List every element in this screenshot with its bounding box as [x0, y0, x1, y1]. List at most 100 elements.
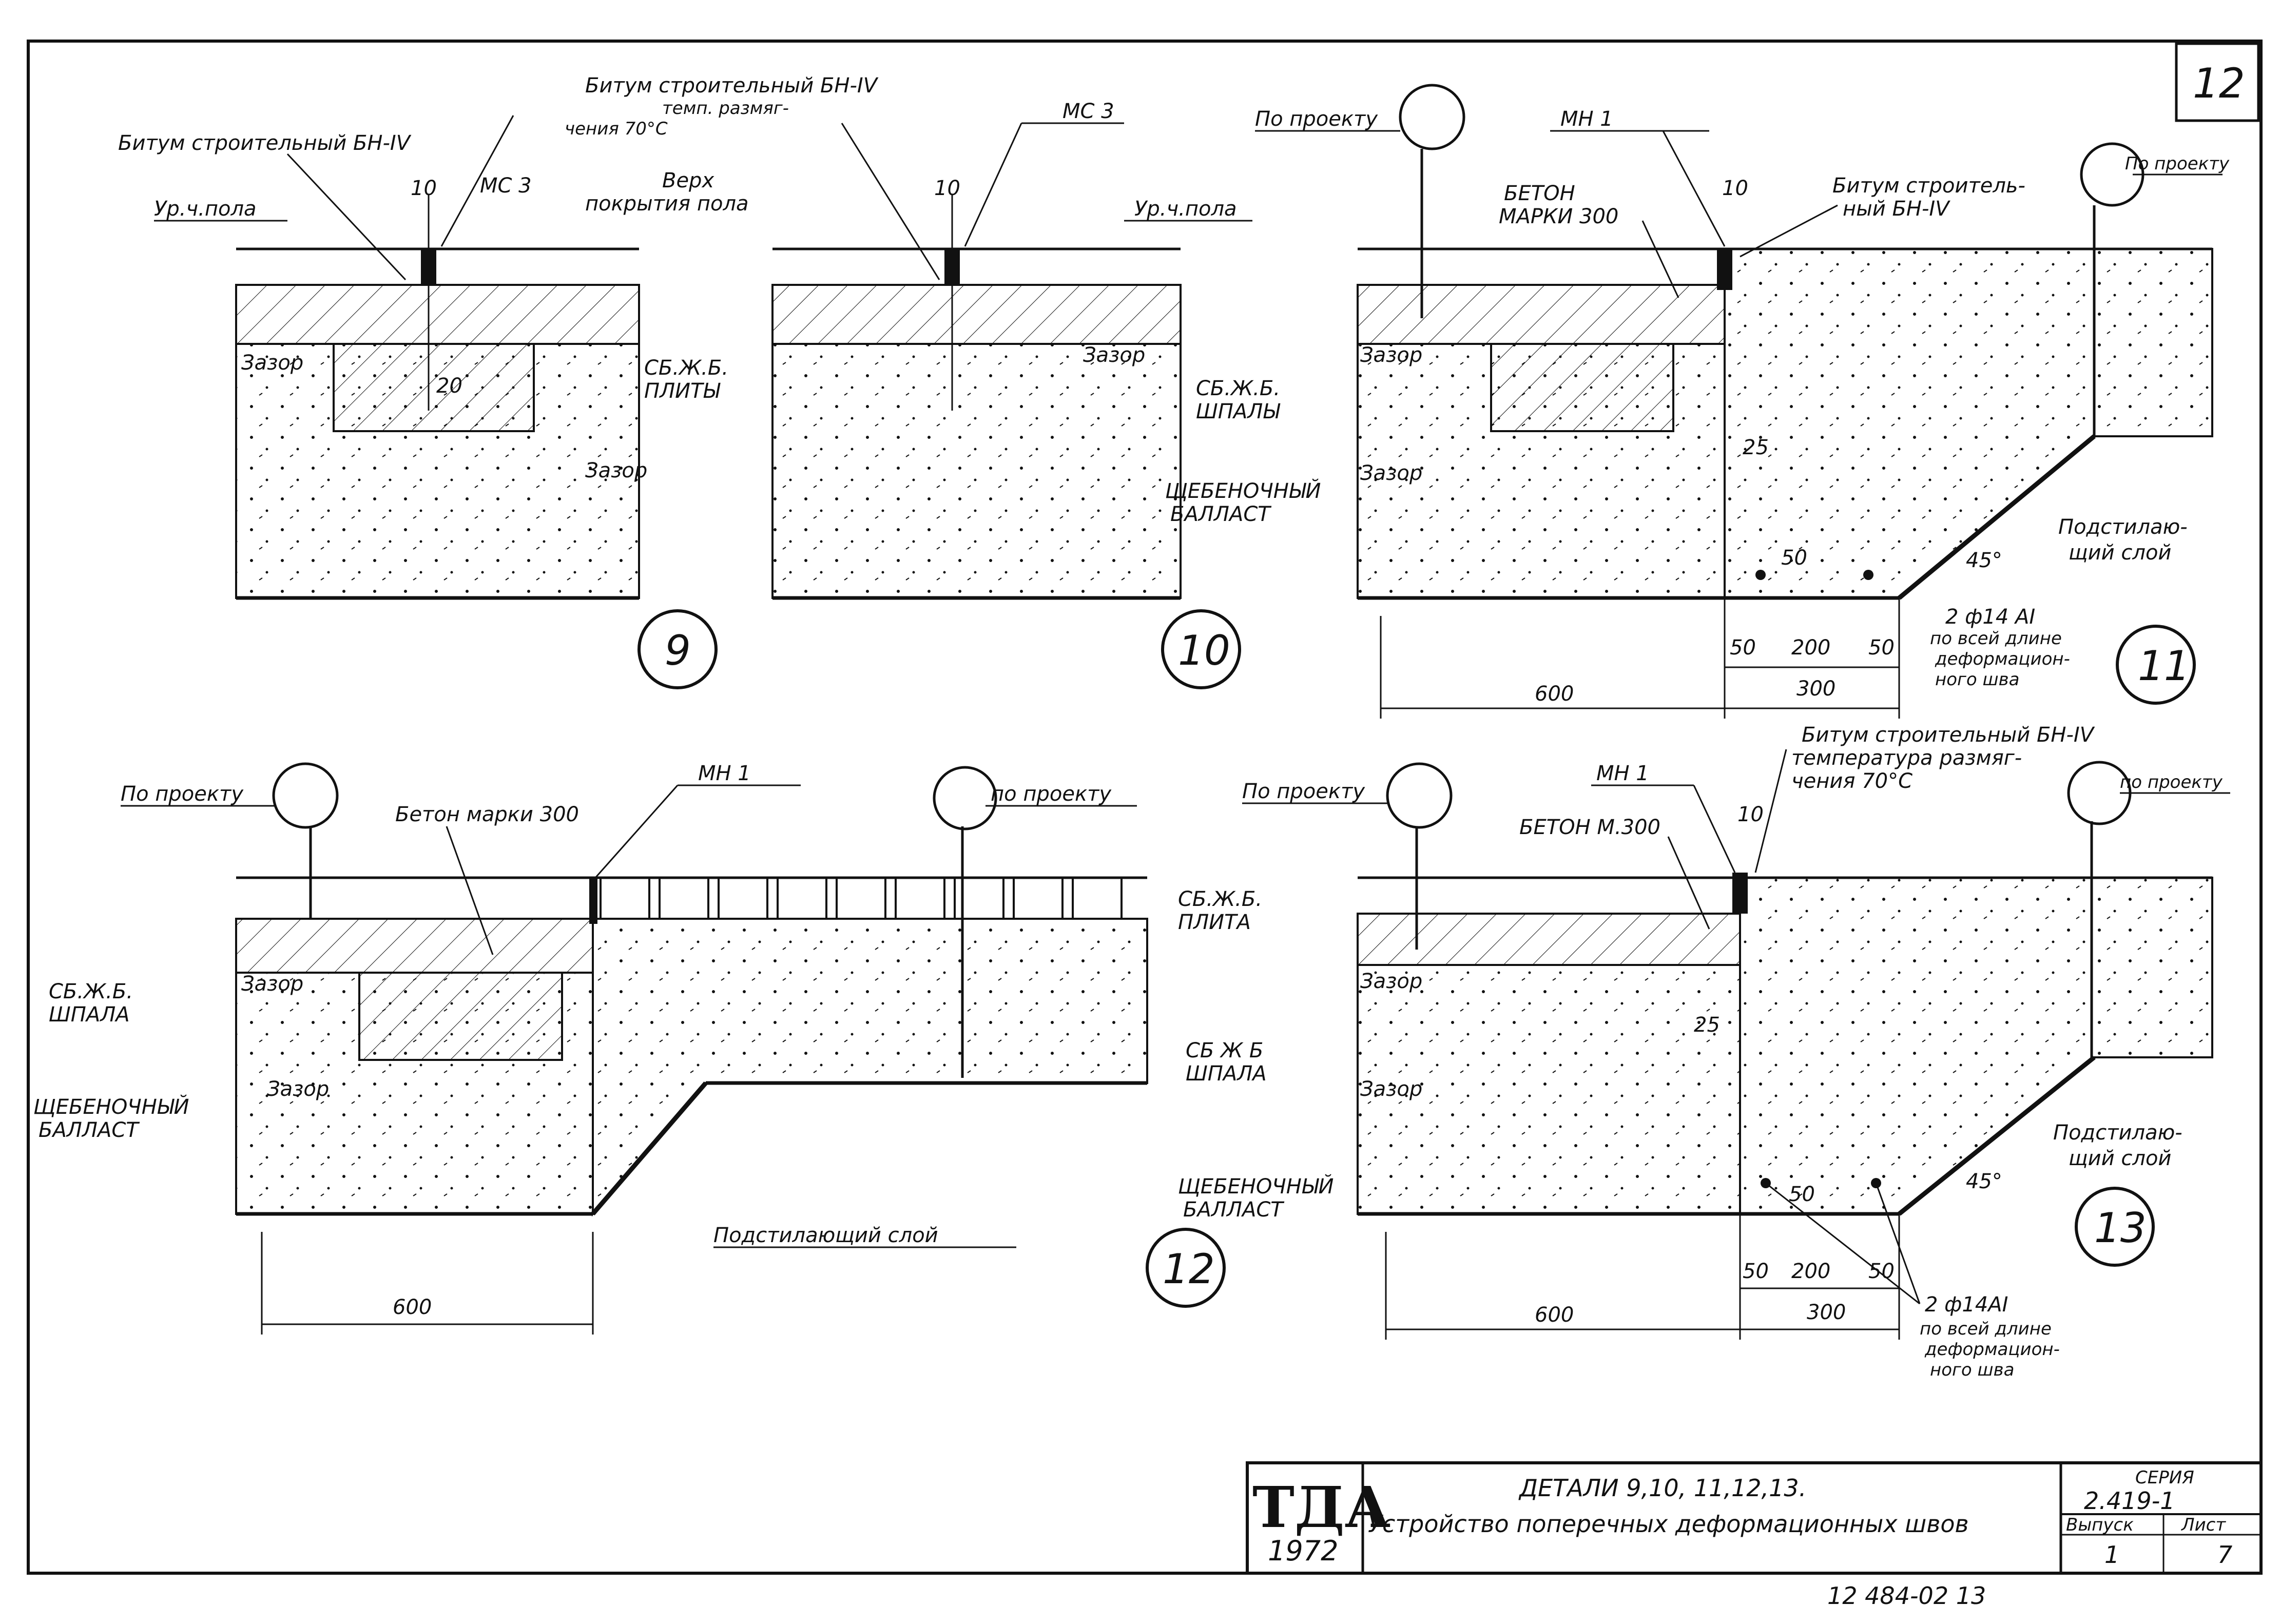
detail9-ms3-label: МС 3 [480, 174, 532, 198]
detail9-level-label: Ур.ч.пола [154, 197, 257, 221]
detail12-concrete-label: Бетон марки 300 [395, 803, 579, 826]
detail13-ballast-label-1: ЩЕБЕНОЧНЫЙ [1178, 1174, 1334, 1198]
detail13-project-right: по проекту [2120, 772, 2223, 792]
detail12-project-left: По проекту [121, 782, 244, 806]
detail-10: Битум строительный БН-IV темп. размяг- ч… [565, 74, 1321, 689]
detail9-dim-20: 20 [436, 374, 462, 398]
archive-code: 12 484-02 13 [1827, 1582, 1986, 1610]
detail12-mn1-label: МН 1 [698, 762, 751, 785]
detail9-covering-label: покрытия пола [585, 192, 749, 216]
detail11-dim-25: 25 [1743, 436, 1769, 459]
detail11-dim-50-left: 50 [1730, 636, 1756, 660]
detail11-dim-300: 300 [1796, 677, 1835, 701]
detail11-dim-600: 600 [1535, 682, 1574, 706]
detail10-bitumen-label-2: темп. размяг- [662, 98, 789, 119]
detail11-underlay-label-2: щий слой [2069, 541, 2171, 565]
detail11-project-left: По проекту [1255, 107, 1378, 131]
detail13-sleeper-label-2: ШПАЛА [1186, 1062, 1267, 1086]
detail13-along-label-2: деформацион- [1924, 1339, 2060, 1360]
detail9-gap-label-1: Зазор [241, 351, 303, 375]
detail11-dim-200: 200 [1791, 636, 1830, 660]
detail11-dim-50-vert: 50 [1781, 546, 1807, 570]
detail13-dim-25: 25 [1694, 1013, 1720, 1037]
detail13-underlay-label-2: щий слой [2069, 1147, 2171, 1170]
detail10-sleepers-label-1: СБ.Ж.Б. [1196, 377, 1280, 400]
detail10-bitumen-label-1: Битум строительный БН-IV [585, 74, 879, 98]
detail11-gap-label-1: Зазор [1360, 343, 1422, 367]
detail12-project-right: по проекту [991, 782, 1112, 806]
detail13-ballast-label-2: БАЛЛАСТ [1183, 1198, 1285, 1222]
detail13-sleeper-label-1: СБ Ж Б [1186, 1039, 1263, 1062]
detail9-bitumen-label: Битум строительный БН-IV [118, 131, 412, 155]
title-block-series-value: 2.419-1 [2084, 1487, 2175, 1515]
detail-11: По проекту По проекту МН 1 БЕТОН МАРКИ 3… [1255, 84, 2230, 719]
detail13-along-label-1: по всей длине [1920, 1319, 2052, 1339]
detail11-bitumen-label-2: ный БН-IV [1843, 197, 1950, 221]
detail13-concrete-label: БЕТОН М.300 [1519, 816, 1660, 839]
sheet-frame [27, 40, 2263, 1575]
detail12-gap-label-1: Зазор [241, 972, 303, 996]
detail13-rebar-label: 2 ф14АI [1925, 1293, 2008, 1317]
title-block-sheet-value: 7 [2217, 1541, 2232, 1569]
detail13-dim-600: 600 [1535, 1303, 1574, 1327]
detail11-dim-10: 10 [1722, 177, 1748, 200]
detail11-along-label-1: по всей длине [1930, 628, 2062, 649]
title-block-series-label: СЕРИЯ [2135, 1467, 2194, 1488]
detail11-underlay-label-1: Подстилаю- [2058, 515, 2188, 539]
sheet-number-box: 12 [2175, 42, 2260, 122]
detail13-dim-50-right: 50 [1868, 1260, 1895, 1283]
detail9-plates-label-2: ПЛИТЫ [644, 379, 721, 403]
detail9-dim-10: 10 [411, 177, 437, 200]
detail12-ballast-label-2: БАЛЛАСТ [38, 1118, 140, 1142]
detail10-number: 10 [1178, 627, 1230, 674]
detail9-gap-label-2: Зазор [585, 459, 647, 482]
detail12-underlay-label: Подстилающий слой [713, 1224, 938, 1247]
detail12-tiles [600, 877, 1123, 920]
title-block-logo: ТДА [1252, 1474, 1390, 1540]
detail13-angle: 45° [1966, 1170, 2002, 1193]
detail11-rebar-label: 2 ф14 АI [1945, 605, 2035, 629]
detail13-number: 13 [2094, 1204, 2147, 1252]
title-block: ТДА 1972 ДЕТАЛИ 9,10, 11,12,13. Устройст… [1246, 1461, 2263, 1575]
detail13-gap-label-1: Зазор [1360, 970, 1422, 993]
detail12-dim-600: 600 [393, 1296, 432, 1319]
detail12-sleeper-label-2: ШПАЛА [49, 1003, 130, 1027]
title-block-year: 1972 [1268, 1535, 1338, 1567]
detail9-plates-label: СБ.Ж.Б. [644, 356, 728, 380]
detail10-ms3-label: МС 3 [1062, 100, 1114, 123]
detail9-verh-label: Верх [662, 169, 714, 192]
detail10-dim-10: 10 [934, 177, 960, 200]
detail13-bitumen-label-3: чения 70°С [1791, 769, 1912, 793]
detail13-dim-50-vert: 50 [1789, 1183, 1815, 1206]
detail13-underlay-label-1: Подстилаю- [2053, 1121, 2182, 1145]
detail13-plate-label-1: СБ.Ж.Б. [1178, 887, 1262, 911]
detail-9: Битум строительный БН-IV МС 3 Верх покры… [118, 115, 749, 689]
detail11-mn1-label: МН 1 [1560, 107, 1613, 131]
detail12-sleeper-label-1: СБ.Ж.Б. [49, 980, 133, 1003]
detail13-dim-10: 10 [1737, 803, 1764, 826]
title-block-sheet-label: Лист [2180, 1515, 2226, 1535]
detail12-gap-label-2: Зазор [267, 1077, 329, 1101]
detail11-angle: 45° [1966, 549, 2002, 572]
sheet-number: 12 [2193, 60, 2245, 107]
detail-13: По проекту по проекту МН 1 Битум строите… [1178, 723, 2230, 1380]
detail13-plate-label-2: ПЛИТА [1178, 911, 1251, 934]
detail11-concrete-label-2: МАРКИ 300 [1499, 205, 1618, 228]
detail11-along-label-2: деформацион- [1935, 649, 2070, 669]
detail13-mn1-label: МН 1 [1596, 762, 1649, 785]
detail12-ballast-label-1: ЩЕБЕНОЧНЫЙ [33, 1094, 189, 1119]
detail13-gap-label-2: Зазор [1360, 1077, 1422, 1101]
detail10-level-label: Ур.ч.пола [1134, 197, 1237, 221]
detail11-project-right: По проекту [2125, 153, 2230, 174]
title-block-title-line1: ДЕТАЛИ 9,10, 11,12,13. [1518, 1474, 1806, 1502]
detail13-bitumen-label-1: Битум строительный БН-IV [1802, 723, 2095, 747]
detail9-number: 9 [665, 627, 691, 674]
detail12-number: 12 [1163, 1245, 1215, 1293]
detail10-sleepers-label-2: ШПАЛЫ [1196, 400, 1281, 423]
detail13-project-left: По проекту [1242, 780, 1365, 803]
detail11-dim-50-right: 50 [1868, 636, 1895, 660]
detail11-bitumen-label-1: Битум строитель- [1832, 174, 2025, 198]
detail13-bitumen-label-2: температура размяг- [1791, 746, 2022, 770]
detail11-number: 11 [2138, 642, 2190, 690]
